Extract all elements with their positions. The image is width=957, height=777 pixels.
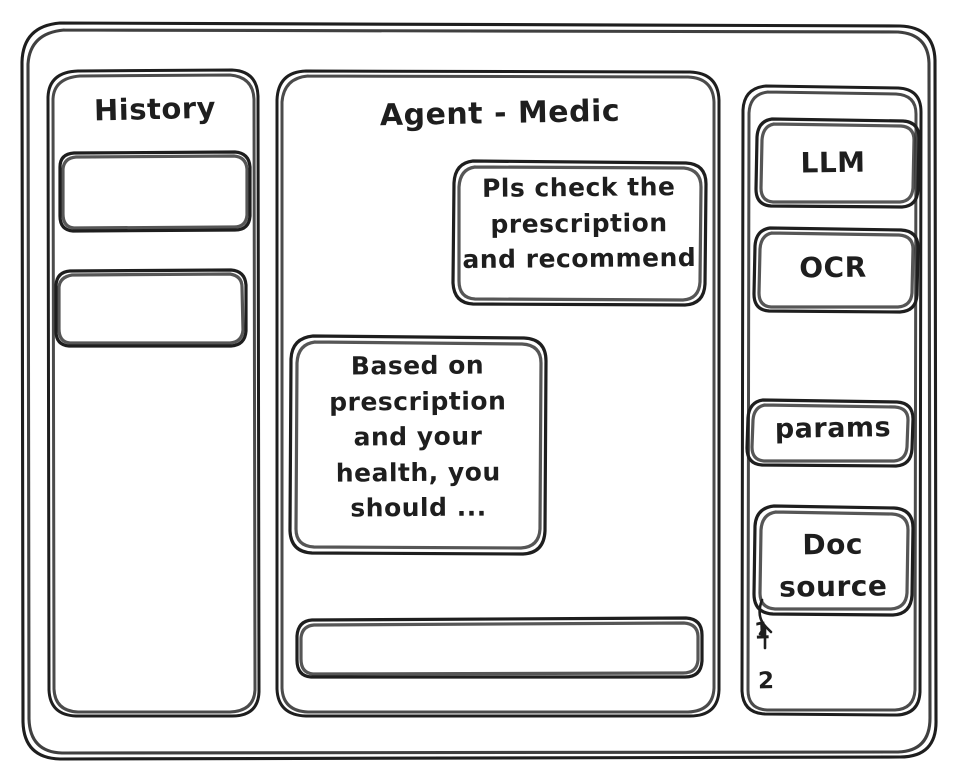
- tool-button-doc-source[interactable]: [754, 506, 913, 615]
- assistant-message-bubble-outline: [288, 334, 548, 556]
- tool-params-outline: [745, 398, 915, 468]
- tools-panel-outline: [740, 84, 923, 717]
- message-input[interactable]: [297, 618, 702, 677]
- history-panel-outline: [46, 68, 261, 718]
- assistant-message-bubble: [290, 336, 546, 554]
- history-item[interactable]: [56, 270, 246, 346]
- agent-panel-outline: [275, 69, 721, 718]
- composer-input-outline: [295, 616, 704, 679]
- tool-llm-outline: [754, 117, 921, 209]
- history-item[interactable]: [60, 152, 250, 231]
- tool-button-params[interactable]: [747, 400, 913, 466]
- app-frame-outline: [20, 21, 938, 761]
- tool-docsource-outline: [752, 504, 915, 617]
- tool-button-ocr[interactable]: [754, 228, 918, 312]
- tool-button-llm[interactable]: [756, 119, 919, 207]
- user-message-bubble-outline: [451, 159, 708, 307]
- history-item-2-outline: [54, 268, 248, 348]
- history-item-1-outline: [58, 150, 252, 233]
- tool-ocr-outline: [752, 226, 920, 314]
- docsource-connector: [758, 598, 773, 650]
- user-message-bubble: [453, 161, 706, 305]
